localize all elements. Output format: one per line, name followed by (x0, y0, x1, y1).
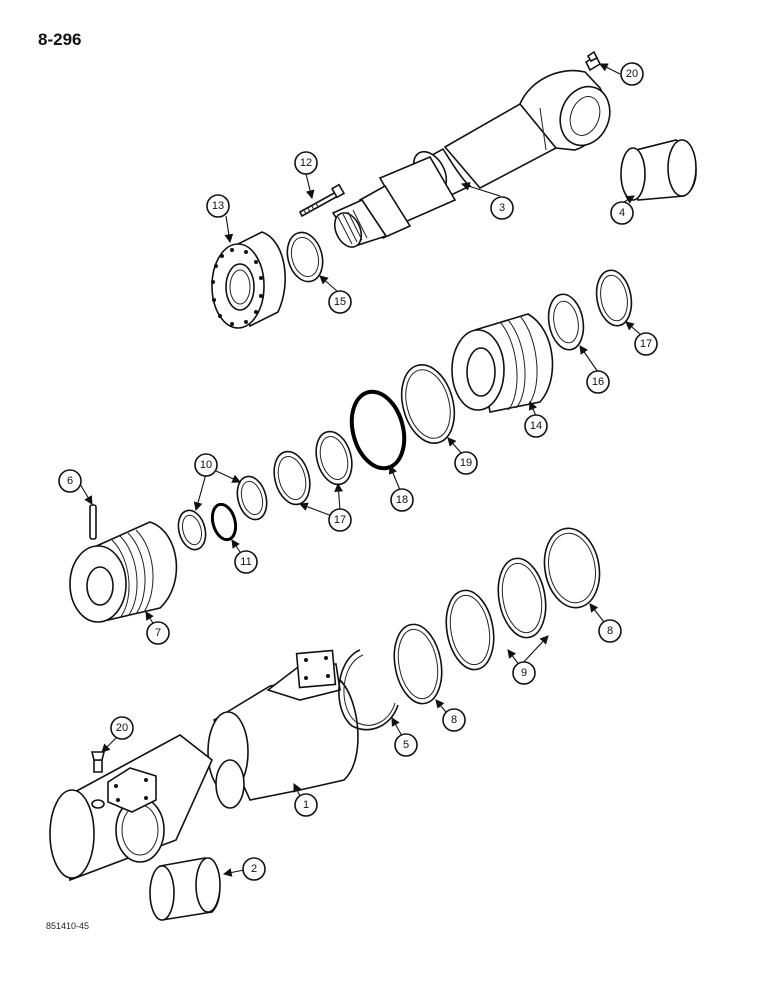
svg-text:3: 3 (499, 202, 505, 214)
callout-2: 2 (242, 857, 266, 881)
bushing-bottom (149, 857, 221, 921)
ring-8-lower (393, 623, 443, 705)
ring-8-upper (543, 527, 601, 609)
ring-19 (400, 364, 456, 444)
snap-ring-5 (338, 649, 399, 731)
callout-4: 4 (610, 201, 634, 225)
piston (451, 313, 554, 413)
bushing-top (620, 139, 697, 201)
callout-17-upper: 17 (634, 332, 658, 356)
callout-13: 13 (206, 194, 230, 218)
callout-14: 14 (524, 414, 548, 438)
cylinder-tube-end (49, 734, 213, 882)
svg-text:17: 17 (640, 338, 652, 350)
grease-fitting-bottom (90, 751, 106, 773)
svg-text:5: 5 (403, 739, 409, 751)
svg-text:12: 12 (300, 157, 312, 169)
svg-text:19: 19 (460, 457, 472, 469)
callout-10: 10 (194, 453, 218, 477)
callout-7: 7 (146, 621, 170, 645)
svg-text:9: 9 (521, 667, 527, 679)
backup-rings-10 (177, 475, 268, 551)
grease-fitting-top (584, 50, 602, 72)
svg-text:4: 4 (619, 207, 625, 219)
rings-9 (445, 557, 547, 671)
svg-text:6: 6 (67, 475, 73, 487)
ring-15 (286, 231, 324, 283)
svg-text:16: 16 (592, 376, 604, 388)
svg-text:8: 8 (451, 714, 457, 726)
svg-text:15: 15 (334, 296, 346, 308)
svg-text:7: 7 (155, 627, 161, 639)
callout-19: 19 (454, 451, 478, 475)
callout-12: 12 (294, 151, 318, 175)
gland-nut (69, 521, 178, 623)
callout-6: 6 (58, 469, 82, 493)
ring-17-upper (595, 269, 633, 327)
callout-1: 1 (294, 793, 318, 817)
piston-rod (331, 69, 611, 248)
pin (89, 504, 97, 540)
cap-screw (298, 183, 346, 218)
svg-text:14: 14 (530, 420, 542, 432)
svg-text:1: 1 (303, 799, 309, 811)
callout-17-lower: 17 (328, 508, 352, 532)
cylinder-head (211, 231, 286, 329)
o-ring-18 (349, 389, 407, 471)
callout-3: 3 (490, 196, 514, 220)
svg-text:2: 2 (251, 863, 257, 875)
svg-text:20: 20 (116, 722, 128, 734)
leader-lines (79, 63, 641, 877)
callout-11: 11 (234, 550, 258, 574)
callout-20-top: 20 (620, 62, 644, 86)
svg-text:20: 20 (626, 68, 638, 80)
callout-15: 15 (328, 290, 352, 314)
svg-text:10: 10 (200, 459, 212, 471)
seal-16 (547, 293, 585, 351)
callout-18: 18 (390, 488, 414, 512)
svg-text:18: 18 (396, 494, 408, 506)
cylinder-barrel (207, 649, 359, 809)
callout-8-lower: 8 (442, 708, 466, 732)
callout-20-bottom: 20 (110, 716, 134, 740)
callout-9: 9 (512, 661, 536, 685)
figure-code: 851410-45 (46, 921, 90, 931)
page-number: 8-296 (38, 30, 82, 49)
rings-17-lower (273, 430, 353, 506)
callout-8-upper: 8 (598, 619, 622, 643)
callout-5: 5 (394, 733, 418, 757)
svg-text:13: 13 (212, 200, 224, 212)
callout-16: 16 (586, 370, 610, 394)
o-ring-11 (210, 502, 238, 542)
svg-text:17: 17 (334, 514, 346, 526)
svg-text:11: 11 (240, 556, 251, 568)
svg-text:8: 8 (607, 625, 613, 637)
